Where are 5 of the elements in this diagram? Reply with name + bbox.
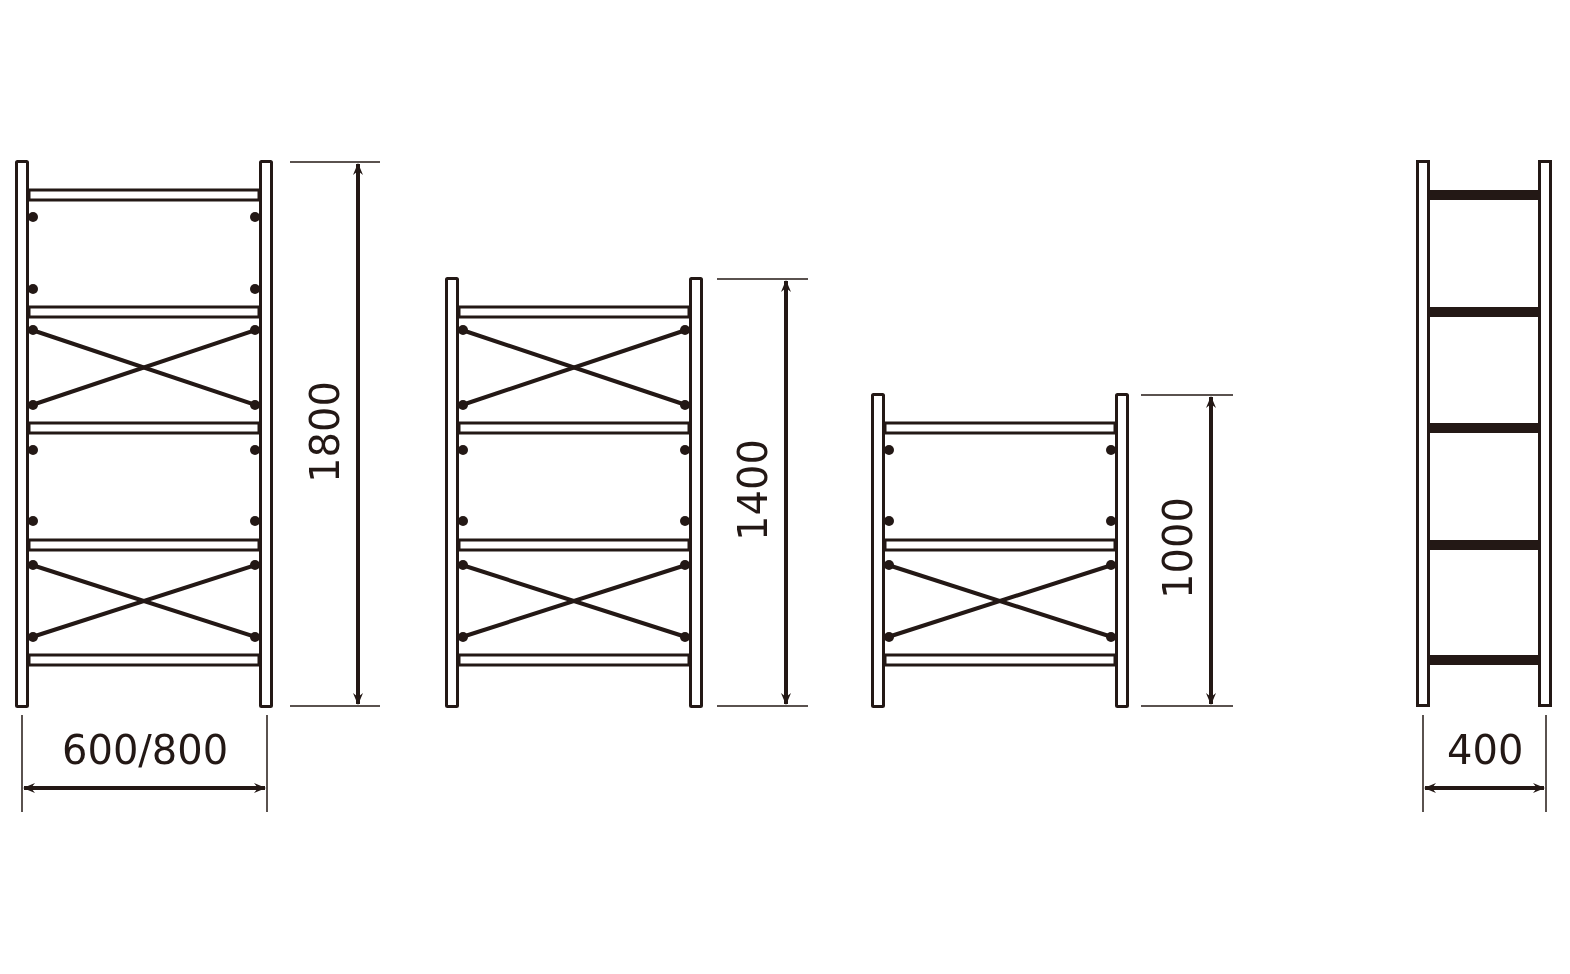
dimension-label: 600/800 (62, 728, 229, 772)
dimension-label: 400 (1447, 728, 1524, 772)
dimension-label: 1800 (302, 381, 347, 483)
dimension-label: 1000 (1155, 497, 1200, 599)
dimension-label: 1400 (730, 439, 775, 541)
